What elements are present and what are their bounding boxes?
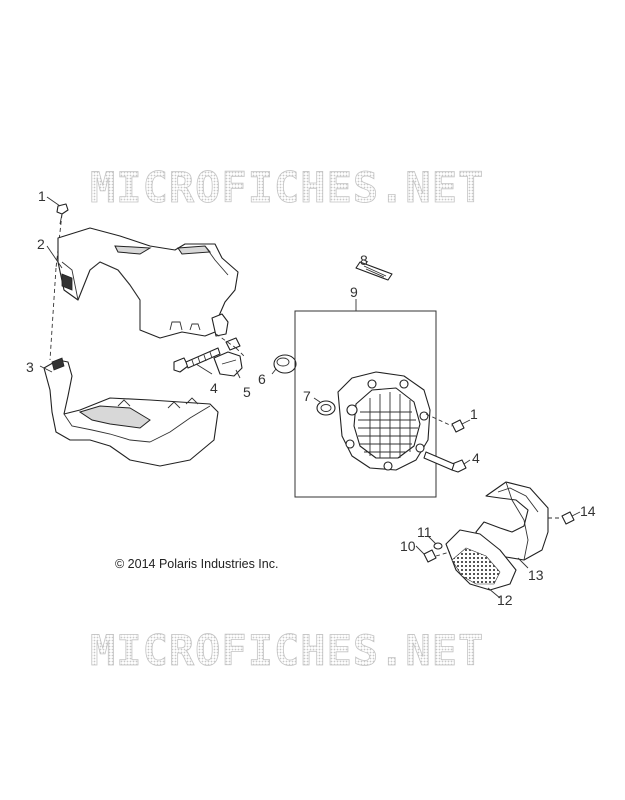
callout-1-right: 1: [470, 406, 478, 422]
callout-5: 5: [243, 384, 251, 400]
part-2-upper-cover: [57, 227, 239, 339]
callout-2: 2: [37, 236, 45, 252]
part-1-screw: [56, 203, 69, 225]
part-11-washer: [433, 542, 443, 550]
callout-13: 13: [528, 567, 544, 583]
callout-11: 11: [417, 524, 432, 540]
part-4-bolt-left: [173, 347, 221, 373]
part-9-kit-box: [294, 310, 437, 498]
copyright-notice: © 2014 Polaris Industries Inc.: [115, 557, 278, 571]
watermark-bottom: MICROFICHES.NET: [90, 626, 484, 675]
callout-4-right: 4: [472, 450, 480, 466]
callout-10: 10: [400, 538, 416, 554]
part-3-lower-cover: [43, 357, 219, 467]
part-6-plug: [273, 354, 297, 374]
part-5-bracket: [213, 337, 243, 377]
callout-7: 7: [303, 388, 311, 404]
callout-9: 9: [350, 284, 358, 300]
part-7-seal: [316, 400, 336, 416]
part-12-screen: [445, 529, 517, 591]
callout-8: 8: [360, 252, 368, 268]
part-8-filter: [355, 261, 393, 281]
part-10-screw: [423, 549, 437, 563]
part-14-screw: [561, 511, 575, 525]
callout-12: 12: [497, 592, 513, 608]
callout-3: 3: [26, 359, 34, 375]
callout-1-upper: 1: [38, 188, 46, 204]
part-4-bolt-right: [423, 451, 467, 473]
fan-cover-housing: [337, 371, 431, 471]
callout-6: 6: [258, 371, 266, 387]
callout-4-left: 4: [210, 380, 218, 396]
watermark-top: MICROFICHES.NET: [90, 163, 484, 212]
part-1-screw-right: [451, 419, 465, 433]
callout-14: 14: [580, 503, 596, 519]
